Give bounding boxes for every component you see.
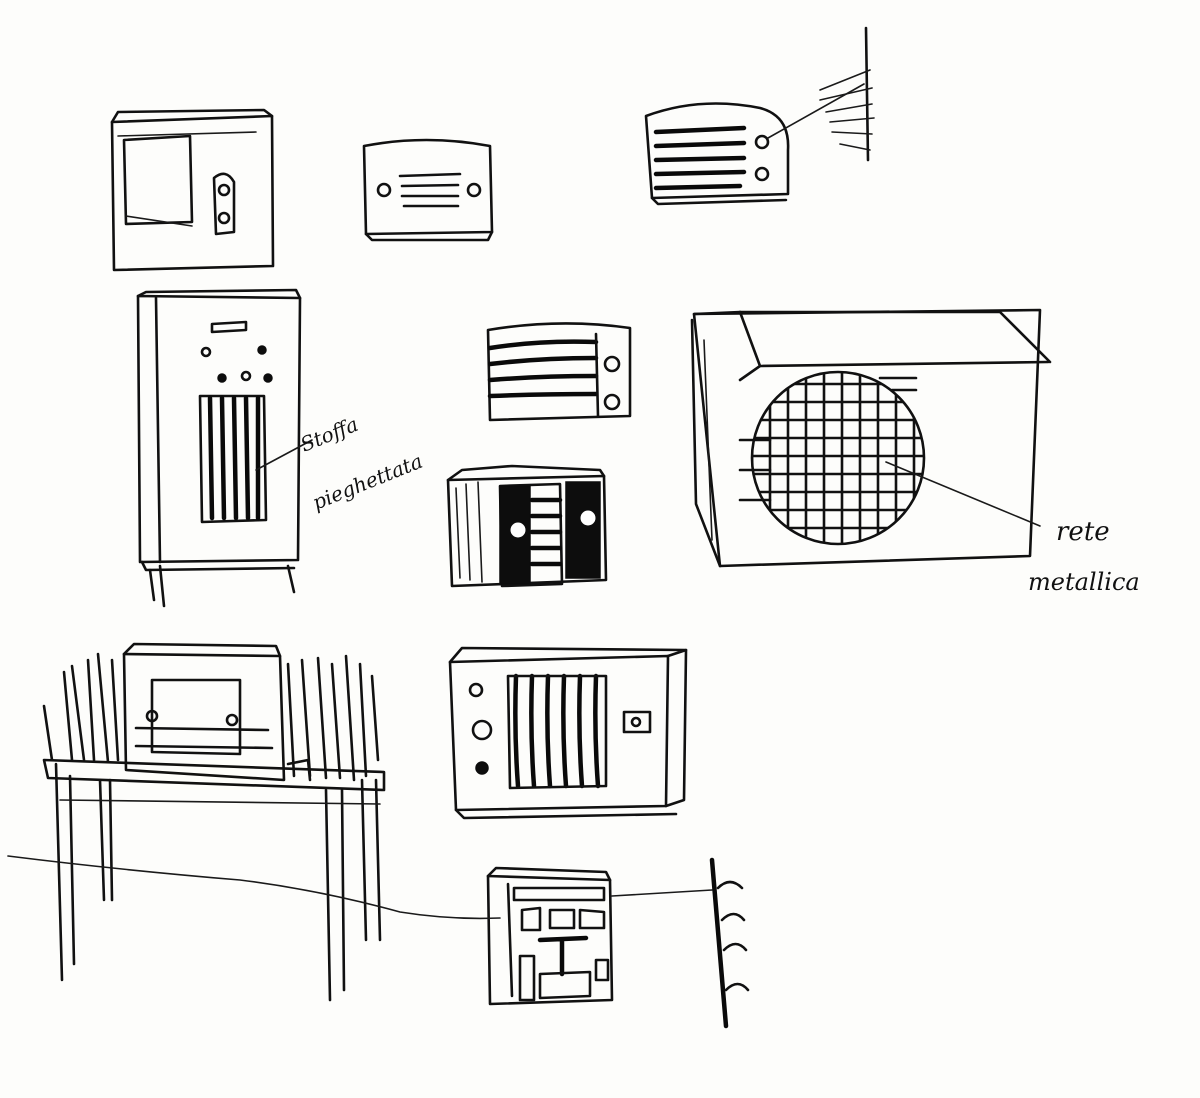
square-cabinet-radio-sketch <box>110 108 275 272</box>
mesh-annotation-line2: metallica <box>1028 568 1140 596</box>
tall-floor-cabinet-radio-sketch <box>136 288 313 608</box>
fabric-annotation: Stoffa pieghettata <box>297 412 426 515</box>
fabric-annotation-line1: Stoffa <box>297 412 362 457</box>
fabric-annotation-line2: pieghettata <box>309 449 426 515</box>
boxy-vertical-grille-radio-sketch <box>448 646 688 820</box>
metal-mesh-grid <box>752 372 924 544</box>
wall-radio-with-cable-sketch <box>7 855 750 1029</box>
small-table-radio-sketch <box>362 138 494 242</box>
radio-on-table-with-books-sketch <box>42 642 386 1002</box>
curved-grille-radio-sketch <box>486 322 632 422</box>
portable-dark-radio-sketch <box>446 464 608 588</box>
mesh-annotation: rete metallica <box>1028 517 1140 596</box>
rounded-radio-by-wall-sketch <box>644 26 875 206</box>
large-mesh-speaker-radio-sketch <box>690 308 1052 568</box>
mesh-annotation-line1: rete <box>1056 517 1110 547</box>
